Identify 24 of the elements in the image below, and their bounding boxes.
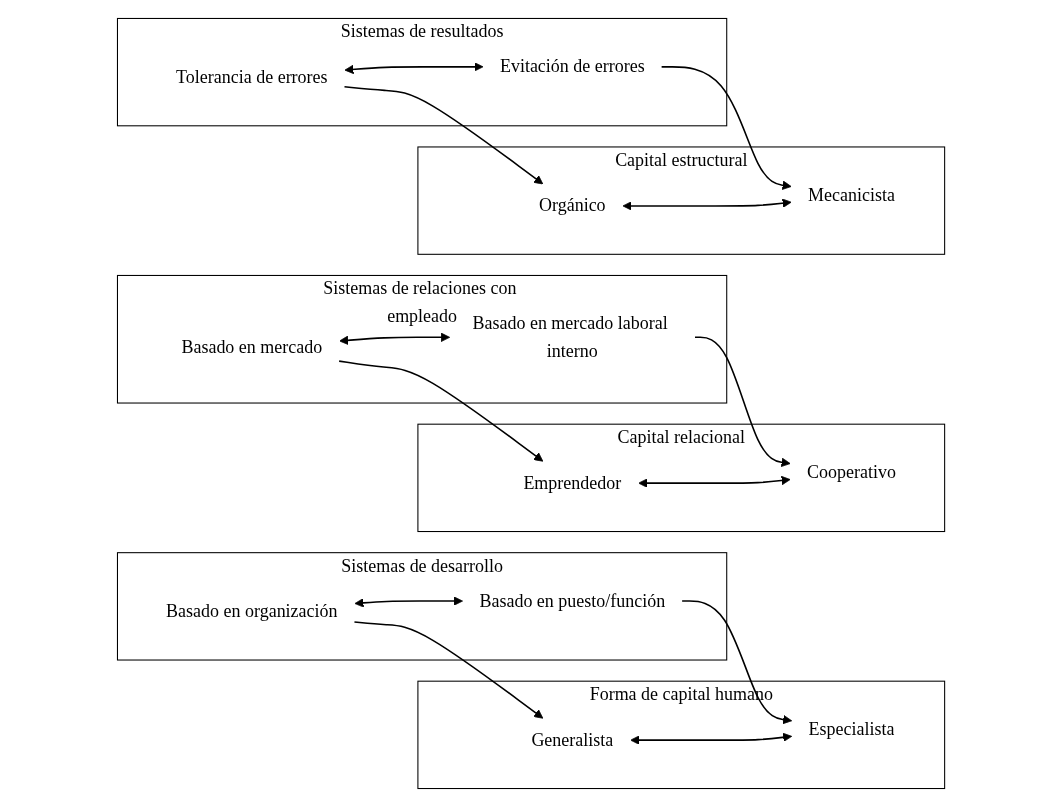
- text-label: Evitación de errores: [500, 56, 646, 77]
- text-label: Basado en mercado laboral interno: [472, 313, 669, 361]
- arrow: [681, 600, 793, 725]
- double-arrow: [622, 198, 793, 211]
- arrow: [344, 86, 544, 185]
- text-label: Especialista: [809, 719, 895, 740]
- arrow: [661, 66, 793, 190]
- text-label: Orgánico: [539, 195, 607, 216]
- double-arrow: [339, 332, 451, 345]
- text-label: Basado en puesto/función: [479, 590, 666, 611]
- text-label: Emprendedor: [523, 472, 622, 493]
- arrow: [338, 360, 544, 462]
- double-arrow: [638, 475, 792, 488]
- text-label: Basado en mercado: [181, 337, 323, 358]
- text-label: Generalista: [531, 729, 614, 750]
- double-arrow: [630, 732, 793, 745]
- arrow: [354, 621, 544, 719]
- text-label: Basado en organización: [166, 601, 338, 622]
- text-label: Tolerancia de errores: [176, 67, 328, 88]
- text-label: Cooperativo: [807, 462, 897, 483]
- arrow: [694, 336, 792, 467]
- text-label: Mecanicista: [808, 185, 896, 206]
- double-arrow: [354, 596, 464, 608]
- double-arrow: [344, 62, 484, 75]
